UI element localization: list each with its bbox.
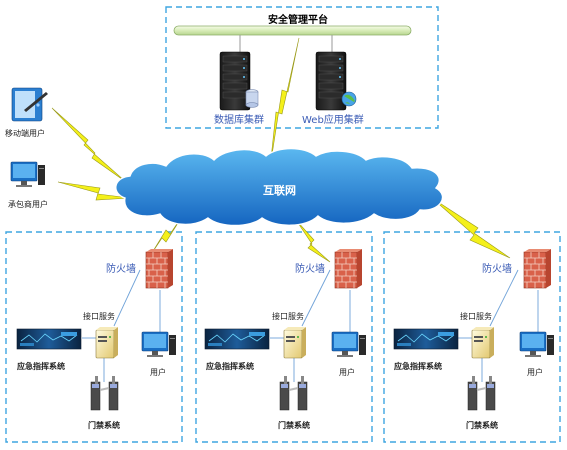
user-pc-icon-site-3 (519, 331, 555, 358)
platform-bus-bar (173, 25, 412, 36)
user-label-site-3: 用户 (527, 368, 543, 377)
site-1-container (5, 231, 183, 443)
access-gate-icon-site-1 (90, 375, 119, 411)
lightning-site-3 (431, 197, 511, 259)
interface-label-site-2: 接口服务 (272, 312, 304, 321)
platform-title: 安全管理平台 (268, 15, 328, 26)
interface-label-site-1: 接口服务 (83, 312, 115, 321)
firewall-icon-site-3 (523, 248, 552, 289)
web-server-icon (315, 51, 347, 111)
mobile-device-icon (11, 87, 48, 122)
firewall-label-site-2: 防火墙 (295, 264, 325, 275)
interface-server-icon-site-1 (95, 326, 119, 359)
access-label-site-2: 门禁系统 (278, 421, 310, 430)
emergency-label-site-1: 应急指挥系统 (17, 362, 65, 371)
emergency-label-site-3: 应急指挥系统 (394, 362, 442, 371)
interface-server-icon-site-3 (471, 326, 495, 359)
interface-label-site-3: 接口服务 (460, 312, 492, 321)
firewall-icon-site-2 (334, 248, 363, 289)
firewall-icon-site-1 (145, 248, 174, 289)
site-2-container (195, 231, 373, 443)
firewall-label-site-1: 防火墙 (106, 264, 136, 275)
user-pc-icon-site-1 (141, 331, 177, 358)
lightning-site-2 (295, 219, 331, 263)
contractor-user-label: 承包商用户 (8, 200, 48, 209)
globe-icon (341, 91, 357, 107)
user-pc-icon-site-2 (331, 331, 367, 358)
emergency-screen-icon-site-3 (393, 328, 459, 350)
site-3-container (383, 231, 561, 443)
access-label-site-1: 门禁系统 (88, 421, 120, 430)
internet-cloud-icon (115, 147, 444, 227)
emergency-screen-icon-site-1 (16, 328, 82, 350)
platform-container (165, 6, 439, 129)
database-server-icon (219, 51, 251, 111)
mobile-user-label: 移动端用户 (5, 129, 45, 138)
emergency-screen-icon-site-2 (204, 328, 270, 350)
internet-label: 互联网 (263, 184, 296, 197)
db-cluster-label: 数据库集群 (214, 115, 264, 126)
access-gate-icon-site-2 (279, 375, 308, 411)
contractor-pc-icon (10, 161, 46, 188)
interface-server-icon-site-2 (283, 326, 307, 359)
lightning-mobile (51, 107, 127, 183)
firewall-label-site-3: 防火墙 (482, 264, 512, 275)
access-label-site-3: 门禁系统 (466, 421, 498, 430)
user-label-site-2: 用户 (339, 368, 355, 377)
database-cylinder-icon (245, 89, 259, 108)
emergency-label-site-2: 应急指挥系统 (206, 362, 254, 371)
access-gate-icon-site-3 (467, 375, 496, 411)
web-cluster-label: Web应用集群 (302, 115, 364, 126)
user-label-site-1: 用户 (150, 368, 166, 377)
